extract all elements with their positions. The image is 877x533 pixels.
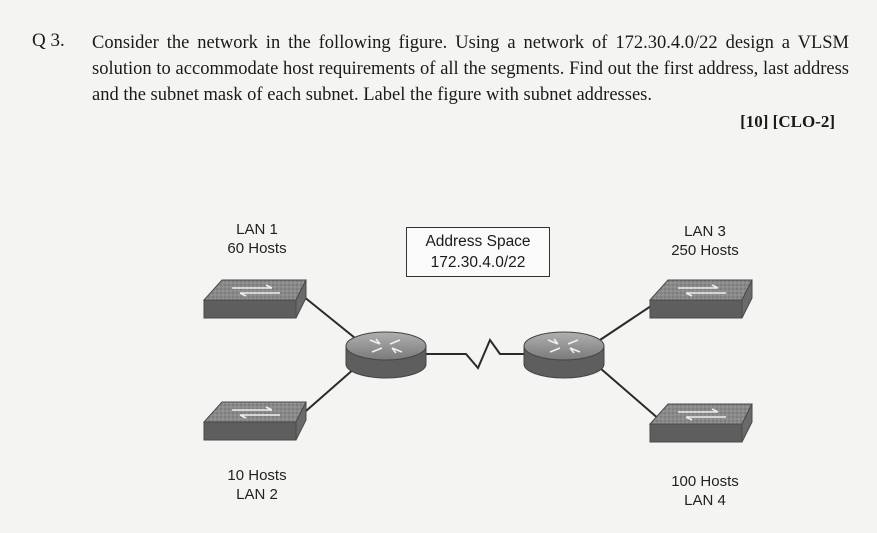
router-icon xyxy=(345,331,427,379)
lan1-name: LAN 1 xyxy=(236,221,278,238)
marks-label: [10] [CLO-2] xyxy=(740,112,835,131)
lan3-label: LAN 3 250 Hosts xyxy=(660,222,750,260)
lan1-label: LAN 1 60 Hosts xyxy=(222,220,292,258)
lan3-hosts: 250 Hosts xyxy=(671,242,739,259)
lan2-label: 10 Hosts LAN 2 xyxy=(222,466,292,504)
lan4-name: LAN 4 xyxy=(684,492,726,509)
address-space-box: Address Space 172.30.4.0/22 xyxy=(406,227,550,277)
question-text: Consider the network in the following fi… xyxy=(92,33,849,105)
switch-icon xyxy=(202,401,307,441)
switch-icon xyxy=(202,279,307,319)
lan4-label: 100 Hosts LAN 4 xyxy=(660,472,750,510)
link-lan2-router1 xyxy=(297,367,356,419)
lan1-hosts: 60 Hosts xyxy=(227,240,287,257)
serial-link xyxy=(420,337,530,370)
router-icon xyxy=(523,331,605,379)
link-lan1-router1 xyxy=(297,291,356,339)
switch-icon xyxy=(648,279,753,319)
link-router2-lan4 xyxy=(599,367,661,421)
address-space-network: 172.30.4.0/22 xyxy=(430,254,526,271)
lan3-name: LAN 3 xyxy=(684,223,726,240)
lan4-hosts: 100 Hosts xyxy=(671,473,739,490)
lan2-hosts: 10 Hosts xyxy=(227,467,287,484)
switch-icon xyxy=(648,403,753,443)
question-number: Q 3. xyxy=(32,30,65,51)
address-space-title: Address Space xyxy=(425,233,531,250)
links xyxy=(297,291,661,421)
lan2-name: LAN 2 xyxy=(236,486,278,503)
